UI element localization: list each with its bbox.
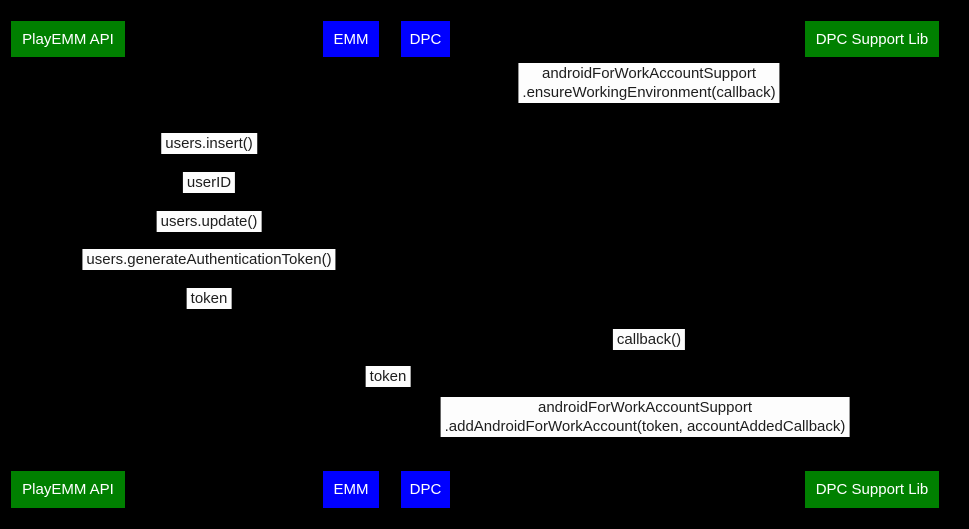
message-line: androidForWorkAccountSupport bbox=[538, 399, 752, 416]
message-token-2: token bbox=[365, 366, 411, 387]
message-generate-authentication-token: users.generateAuthenticationToken() bbox=[82, 249, 336, 270]
message-ensure-working-environment: androidForWorkAccountSupport .ensureWork… bbox=[518, 63, 780, 103]
actor-emm-top: EMM bbox=[323, 21, 379, 57]
actor-dpc-support-lib-top: DPC Support Lib bbox=[805, 21, 939, 57]
message-line: .ensureWorkingEnvironment(callback) bbox=[522, 84, 776, 101]
actor-playemm-api-bottom: PlayEMM API bbox=[11, 471, 125, 508]
message-line: androidForWorkAccountSupport bbox=[541, 65, 756, 82]
message-users-update: users.update() bbox=[156, 211, 262, 232]
actor-playemm-api-top: PlayEMM API bbox=[11, 21, 125, 57]
message-callback: callback() bbox=[612, 329, 686, 350]
message-add-android-for-work-account: androidForWorkAccountSupport .addAndroid… bbox=[440, 397, 850, 437]
actor-dpc-support-lib-bottom: DPC Support Lib bbox=[805, 471, 939, 508]
message-users-insert: users.insert() bbox=[161, 133, 257, 154]
message-line: .addAndroidForWorkAccount(token, account… bbox=[444, 418, 846, 435]
actor-emm-bottom: EMM bbox=[323, 471, 379, 508]
message-user-id: userID bbox=[182, 172, 236, 193]
message-token-1: token bbox=[186, 288, 232, 309]
actor-dpc-bottom: DPC bbox=[401, 471, 450, 508]
actor-dpc-top: DPC bbox=[401, 21, 450, 57]
